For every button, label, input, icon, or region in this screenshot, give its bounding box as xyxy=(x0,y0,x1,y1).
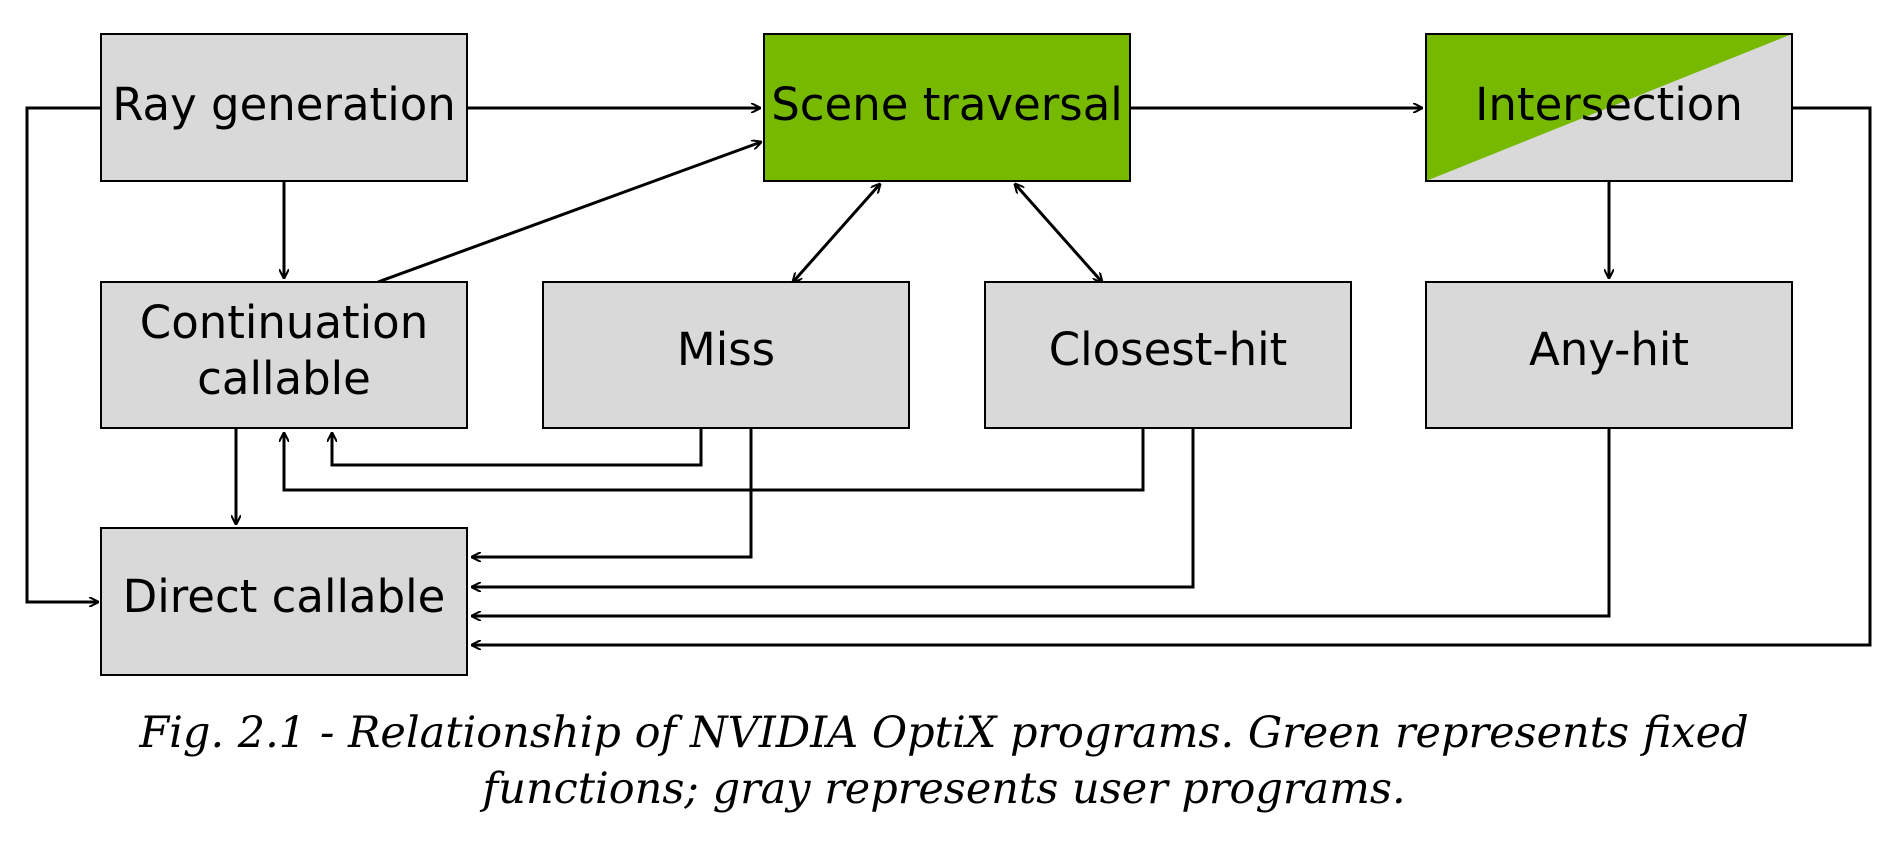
edge-traversal-miss xyxy=(793,184,880,282)
node-intersection: Intersection xyxy=(1425,33,1793,182)
node-continuation-callable-label-line2: callable xyxy=(197,352,371,405)
edge-miss-to-direct xyxy=(472,428,753,557)
figure-caption: Fig. 2.1 - Relationship of NVIDIA OptiX … xyxy=(139,708,1749,814)
node-intersection-label: Intersection xyxy=(1475,78,1743,131)
edge-miss-to-continuation xyxy=(332,428,703,467)
node-ray-generation-label: Ray generation xyxy=(112,78,456,131)
edge-closesthit-to-direct xyxy=(472,428,1195,587)
node-ray-generation: Ray generation xyxy=(100,33,468,182)
edge-continuation-to-traversal xyxy=(377,142,761,284)
node-any-hit: Any-hit xyxy=(1425,281,1793,429)
node-direct-callable-label: Direct callable xyxy=(123,570,446,623)
node-miss: Miss xyxy=(542,281,910,429)
node-scene-traversal: Scene traversal xyxy=(763,33,1131,182)
edge-traversal-closesthit xyxy=(1015,184,1102,282)
node-closest-hit-label: Closest-hit xyxy=(1049,323,1288,376)
node-direct-callable: Direct callable xyxy=(100,527,468,676)
node-any-hit-label: Any-hit xyxy=(1529,323,1689,376)
node-closest-hit: Closest-hit xyxy=(984,281,1352,429)
node-miss-label: Miss xyxy=(677,323,775,376)
node-continuation-callable-label-line1: Continuation xyxy=(140,296,428,349)
node-scene-traversal-label: Scene traversal xyxy=(771,78,1123,131)
edge-raygen-to-direct xyxy=(25,106,100,602)
node-continuation-callable: Continuation callable xyxy=(100,281,468,429)
edge-closesthit-to-continuation xyxy=(284,428,1145,492)
edge-intersection-to-direct xyxy=(472,106,1872,645)
edge-anyhit-to-direct xyxy=(472,428,1611,616)
